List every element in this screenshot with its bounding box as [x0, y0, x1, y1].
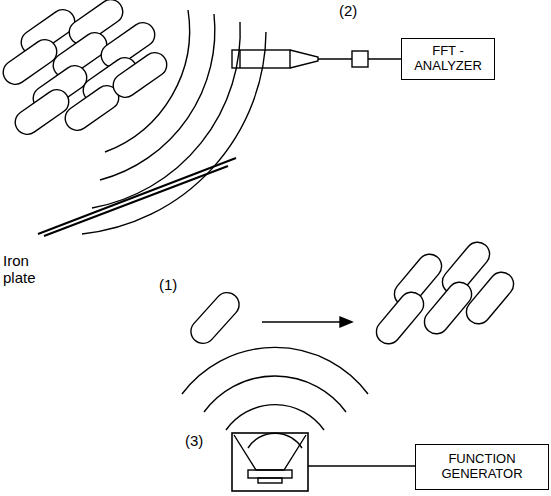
- amplifier: [352, 51, 368, 67]
- bacterium: [11, 85, 74, 139]
- callout-number: (2): [338, 2, 358, 19]
- part-label: Iron plate: [2, 252, 46, 287]
- instrument-label: FFT - ANALYZER: [402, 42, 494, 76]
- speaker-magnet: [248, 470, 292, 478]
- instrument-label: FUNCTION GENERATOR: [416, 450, 548, 484]
- bacterium: [462, 267, 519, 328]
- microphone: [232, 50, 290, 68]
- instrument-box: FFT - ANALYZER: [401, 38, 495, 80]
- wire: [308, 465, 422, 466]
- sound-wave: [204, 376, 346, 412]
- speaker-cone: [234, 435, 306, 470]
- microphone-tip: [290, 50, 318, 68]
- iron-plate: [38, 158, 236, 236]
- instrument-box: FUNCTION GENERATOR: [415, 444, 549, 490]
- wire: [318, 58, 352, 59]
- callout-number: (1): [158, 276, 178, 293]
- speaker-box: [232, 433, 308, 491]
- bacterium: [109, 48, 172, 102]
- arrow: [262, 321, 343, 322]
- arrow-head: [340, 317, 352, 327]
- sound-wave: [182, 347, 368, 394]
- sound-wave: [248, 433, 302, 448]
- bacterium: [372, 287, 429, 348]
- callout-number: (3): [184, 432, 204, 449]
- speaker-magnet: [258, 478, 282, 483]
- sound-wave: [226, 405, 324, 430]
- wire: [368, 58, 402, 59]
- bacterium: [186, 288, 244, 349]
